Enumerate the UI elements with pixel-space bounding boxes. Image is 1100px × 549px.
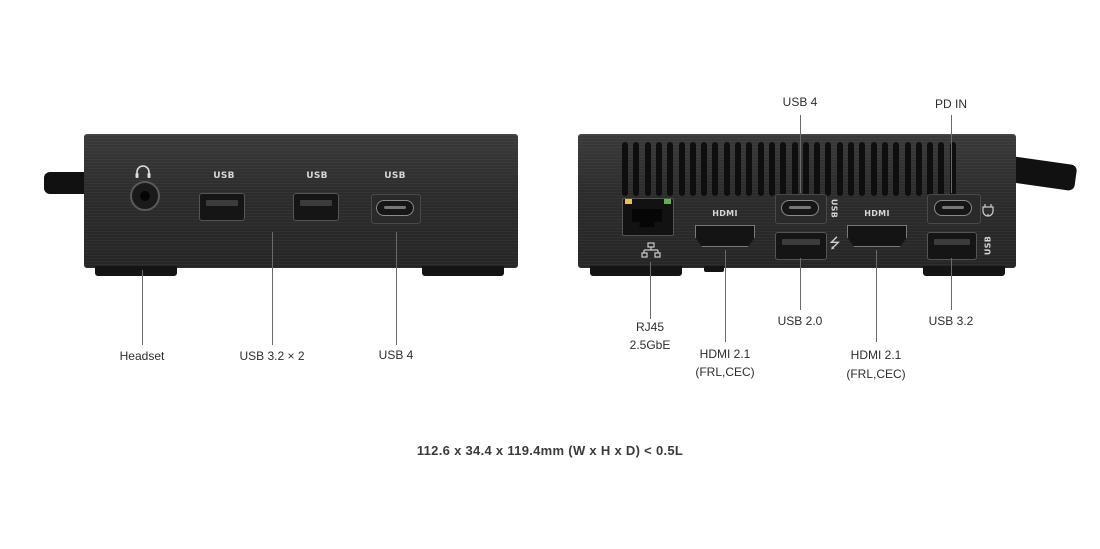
vent-slot	[859, 142, 866, 196]
usb32-label: USB 3.2 × 2	[239, 349, 305, 363]
rj45-leader-line	[650, 262, 651, 319]
vent-slot	[904, 142, 911, 196]
power-plug-icon	[982, 203, 994, 217]
vent-slot	[678, 142, 685, 196]
rj45-label: RJ45	[635, 320, 664, 334]
usb-engraving: USB	[213, 171, 235, 181]
usb4-c-port	[781, 200, 819, 216]
rj45-port	[622, 198, 674, 236]
vent-slot	[836, 142, 843, 196]
usb-engraving: USB	[983, 235, 993, 256]
hdmi-engraving: HDMI	[712, 209, 738, 218]
pd-in-leader-line	[951, 115, 952, 193]
rj45-speed-label: 2.5GbE	[629, 338, 671, 352]
vent-slot	[915, 142, 922, 196]
hdmi2-leader-line	[876, 250, 877, 342]
ethernet-icon	[641, 242, 661, 258]
back-foot-right	[923, 266, 1005, 276]
hdmi1-label: HDMI 2.1	[699, 347, 751, 361]
usb4-top-label: USB 4	[782, 95, 818, 109]
vent-slot	[791, 142, 798, 196]
vent-slot	[938, 142, 945, 196]
back-small-foot	[704, 266, 724, 272]
usb32-label-right: USB 3.2	[928, 314, 974, 328]
vent-slot	[825, 142, 832, 196]
vent-slot	[723, 142, 730, 196]
pd-in-label: PD IN	[934, 97, 967, 111]
vent-slot	[881, 142, 888, 196]
hdmi2-features-label: (FRL,CEC)	[846, 367, 906, 381]
vent-slot	[633, 142, 640, 196]
vent-slot	[644, 142, 651, 196]
front-foot-left	[95, 266, 177, 276]
usb20-leader-line	[800, 258, 801, 310]
vent-slot	[814, 142, 821, 196]
usb4-label: USB 4	[378, 348, 414, 362]
hdmi-engraving: HDMI	[864, 209, 890, 218]
hdmi1-features-label: (FRL,CEC)	[695, 365, 755, 379]
usb32-port	[927, 232, 977, 260]
vent-slot	[689, 142, 696, 196]
hdmi2-label: HDMI 2.1	[850, 348, 902, 362]
hdmi-port-1	[695, 225, 755, 247]
usb-engraving: USB	[306, 171, 328, 181]
vent-slot	[870, 142, 877, 196]
vent-slot	[780, 142, 787, 196]
usb-engraving: USB	[829, 198, 839, 219]
vent-slot	[655, 142, 662, 196]
vent-slot	[757, 142, 764, 196]
usb20-port	[775, 232, 827, 260]
usb-engraving: USB	[384, 171, 406, 181]
usb32-leader-line	[272, 232, 273, 345]
vent-slot	[746, 142, 753, 196]
ventilation-grille	[622, 142, 962, 198]
usb20-label: USB 2.0	[777, 314, 823, 328]
usb4-top-leader-line	[800, 115, 801, 193]
headset-label: Headset	[119, 349, 165, 363]
usb4-leader-line	[396, 232, 397, 345]
vent-slot	[622, 142, 628, 196]
usb-a-port	[199, 193, 245, 221]
vent-slot	[667, 142, 674, 196]
headset-jack	[130, 181, 160, 211]
vent-slot	[802, 142, 809, 196]
pd-in-port	[934, 200, 972, 216]
vent-slot	[735, 142, 741, 196]
back-foot-left	[590, 266, 682, 276]
headset-leader-line	[142, 270, 143, 345]
dimensions-text: 112.6 x 34.4 x 119.4mm (W x H x D) < 0.5…	[416, 443, 684, 458]
front-foot-right	[422, 266, 504, 276]
usb32-leader-line-right	[951, 258, 952, 310]
vent-slot	[712, 142, 719, 196]
hdmi1-leader-line	[725, 250, 726, 342]
vent-slot	[848, 142, 854, 196]
vent-slot	[949, 142, 956, 196]
headphone-icon	[133, 165, 153, 179]
vent-slot	[768, 142, 775, 196]
vent-slot	[893, 142, 900, 196]
usb-symbol-icon: ⭍	[829, 236, 841, 252]
hdmi-port-2	[847, 225, 907, 247]
power-cable-left	[44, 172, 92, 194]
usb-a-port	[293, 193, 339, 221]
vent-slot	[701, 142, 708, 196]
vent-slot	[927, 142, 934, 196]
usb-c-port	[376, 200, 414, 216]
